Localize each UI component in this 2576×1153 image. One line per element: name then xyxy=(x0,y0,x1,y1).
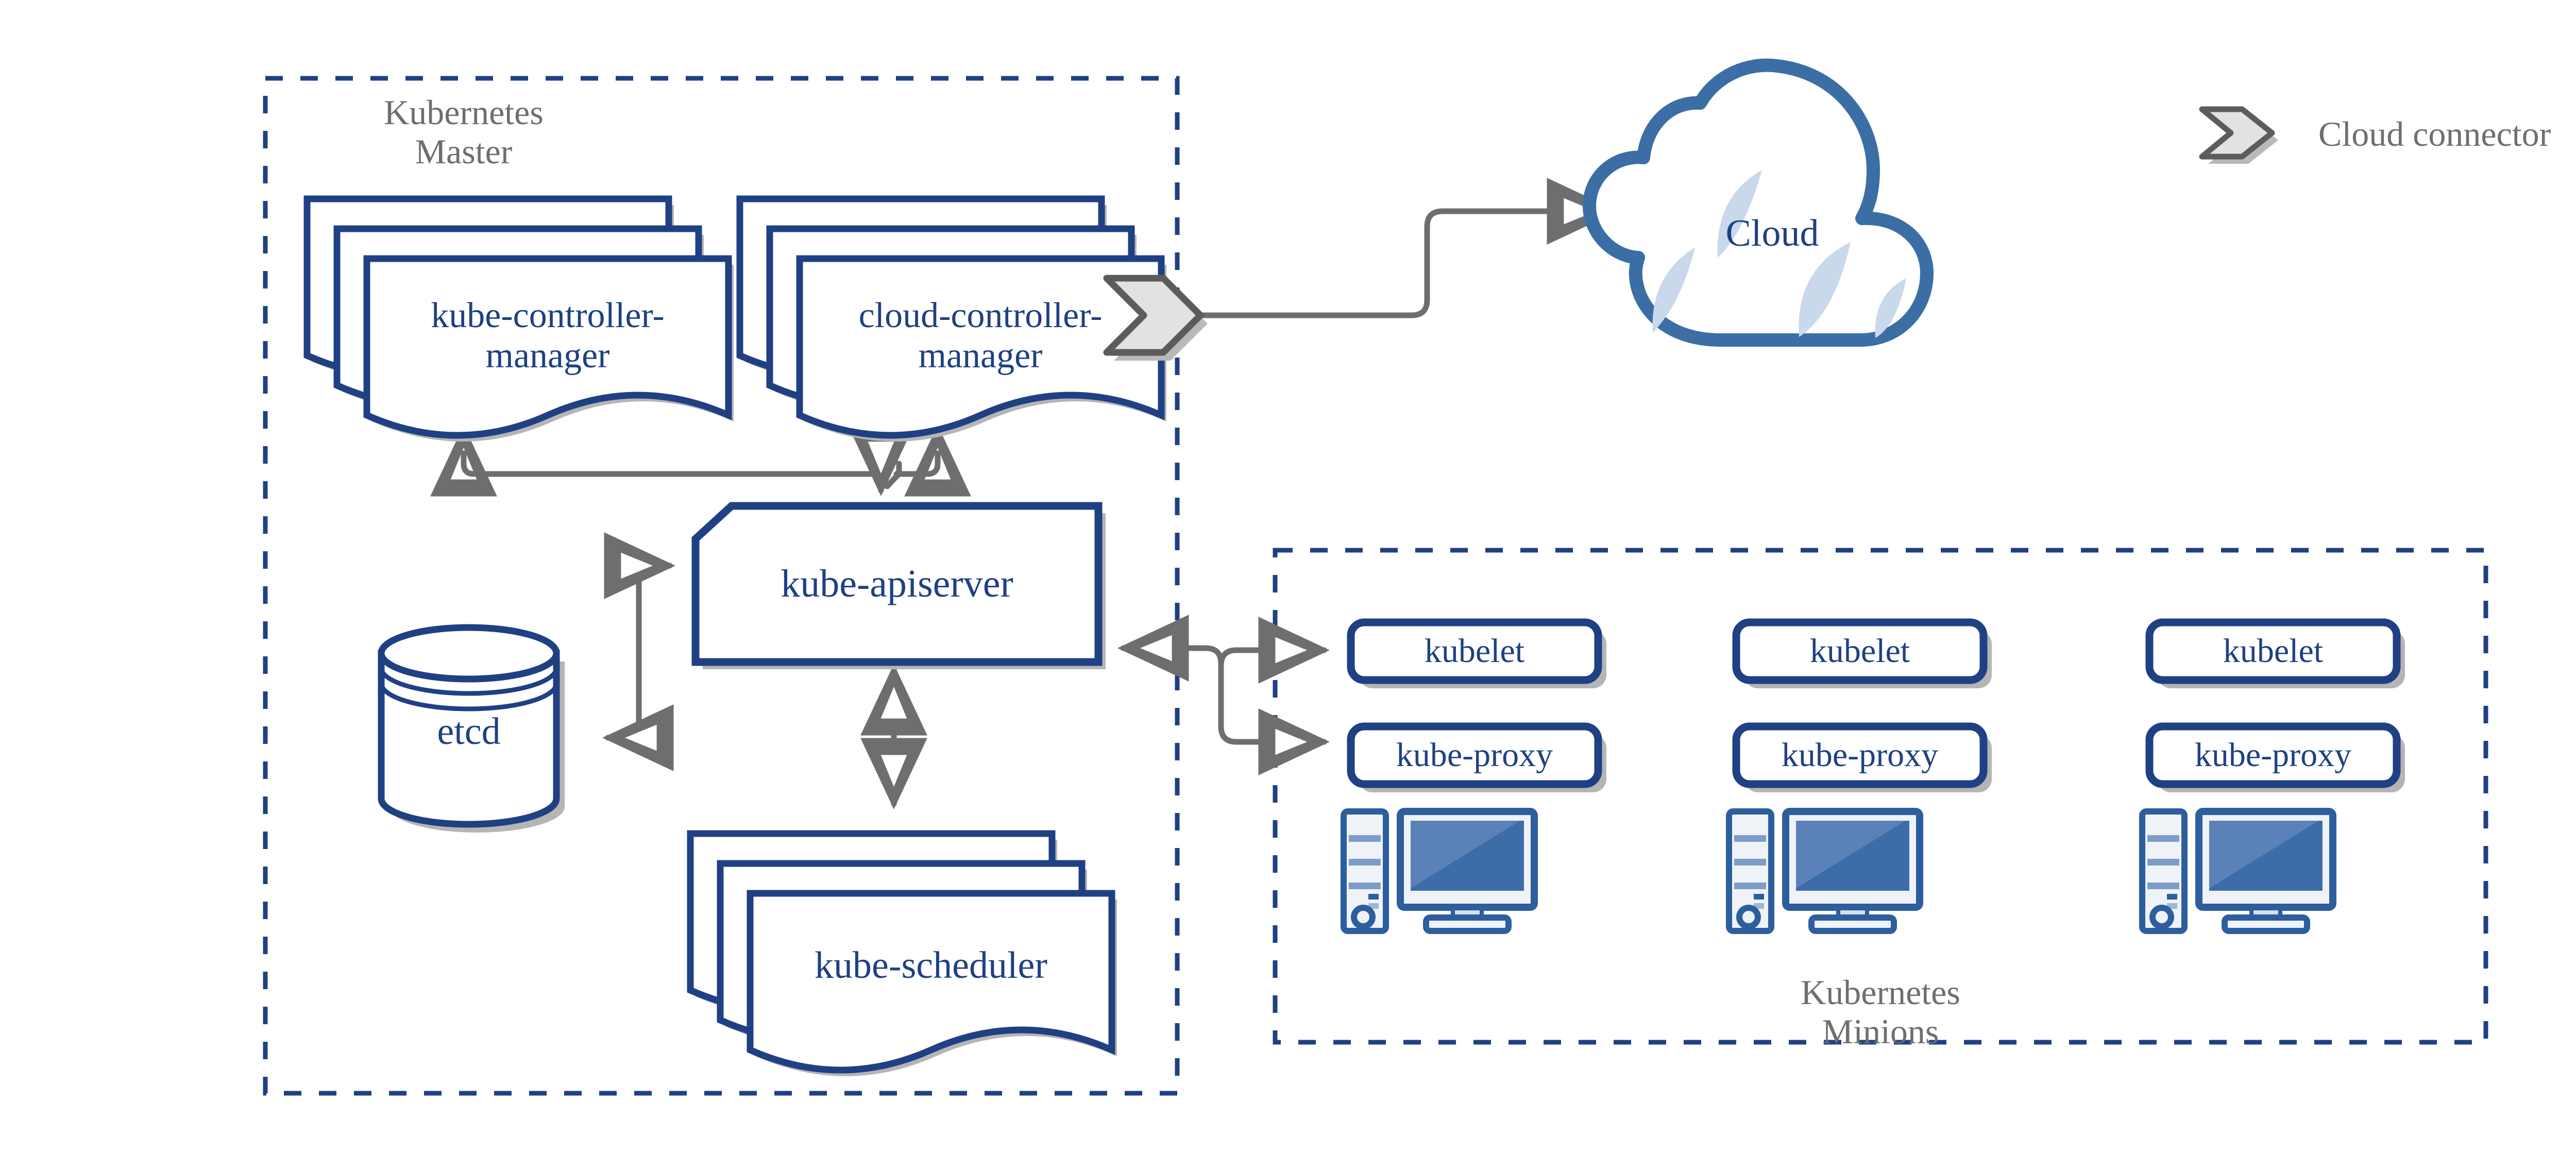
etcd-shape xyxy=(378,624,565,833)
cloud-connector-chevron-icon-inline xyxy=(1103,275,1208,361)
cloud-connector-chevron-icon xyxy=(2199,106,2278,164)
minion-node-3 xyxy=(2139,618,2405,934)
connector-controllers-to-apiserver xyxy=(430,425,971,497)
minion-node-2 xyxy=(1726,618,1992,934)
kubernetes-minions-zone xyxy=(1273,548,2488,1045)
computer-icon xyxy=(2139,808,2336,934)
cloud-controller-manager-shape xyxy=(736,195,1166,442)
cloud-shape xyxy=(1583,58,1934,347)
connector-cloud-controller-to-cloud xyxy=(1177,178,1618,318)
kubernetes-master-zone xyxy=(263,76,1180,1096)
computer-icon xyxy=(1341,808,1538,934)
connector-apiserver-to-node-agents xyxy=(1117,615,1330,775)
connector-apiserver-etcd xyxy=(602,532,675,771)
minion-node-1 xyxy=(1341,618,1606,934)
kube-apiserver-shape xyxy=(691,502,1106,669)
kube-controller-manager-shape xyxy=(303,195,734,442)
kube-scheduler-shape xyxy=(687,830,1117,1076)
computer-icon xyxy=(1726,808,1923,934)
